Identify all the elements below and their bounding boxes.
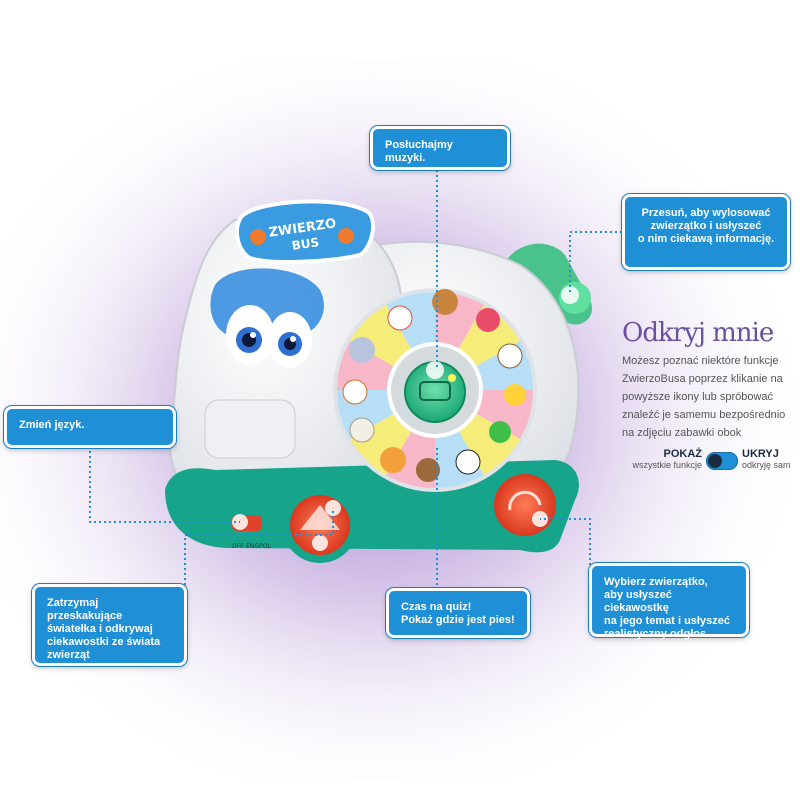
- cow2-icon[interactable]: [455, 449, 481, 475]
- callout-music[interactable]: Posłuchajmy muzyki.: [370, 126, 510, 170]
- bus-sign: [234, 199, 376, 264]
- callout-lights[interactable]: Zatrzymaj przeskakujące światełka i odkr…: [32, 584, 187, 666]
- panel-description: Możesz poznać niektóre funkcje ZwierzoBu…: [622, 355, 786, 439]
- callout-lights-line2: światełka i odkrywaj: [47, 623, 153, 635]
- callout-music-line1: Posłuchajmy muzyki.: [385, 139, 453, 164]
- elephant-icon[interactable]: [349, 337, 375, 363]
- toggle-knob: [708, 454, 722, 468]
- callout-quiz-line1: Czas na quiz!: [401, 601, 472, 613]
- hotspot-slide[interactable]: [561, 286, 579, 304]
- sign-light-left: [250, 229, 266, 245]
- callout-lights-line1: Zatrzymaj przeskakujące: [47, 597, 123, 622]
- bird-icon[interactable]: [476, 308, 500, 332]
- switch-label-eng: ENG: [246, 543, 259, 550]
- callout-quiz-line2: Pokaż gdzie jest pies!: [401, 614, 515, 626]
- callout-lights-line4: zwierząt: [47, 649, 90, 661]
- callout-animal-line4: realistyczny odgłos.: [604, 628, 710, 640]
- sign-text-line2: BUS: [291, 235, 320, 253]
- callout-slide-line2: zwierzątko i usłyszeć: [650, 220, 762, 232]
- cow-icon[interactable]: [497, 343, 523, 369]
- hotspot-markers[interactable]: [232, 286, 579, 551]
- callout-animal-line2: aby usłyszeć ciekawostkę: [604, 589, 672, 614]
- callout-language[interactable]: Zmień język.: [4, 406, 176, 448]
- toggle-show-label: POKAŻ wszystkie funkcje: [624, 448, 702, 470]
- functions-toggle-row: POKAŻ wszystkie funkcje UKRYJ odkryję sa…: [624, 448, 800, 480]
- callout-slide[interactable]: Przesuń, aby wylosować zwierzątko i usły…: [622, 194, 790, 270]
- animal-select-icon: [508, 490, 542, 511]
- monkey-icon[interactable]: [416, 458, 440, 482]
- sheep-icon[interactable]: [349, 417, 375, 443]
- cat-icon[interactable]: [342, 379, 368, 405]
- toggle-hide-label: UKRYJ odkryję sam: [742, 448, 791, 470]
- right-eye-shine: [290, 336, 296, 342]
- callout-animal[interactable]: Wybierz zwierzątko, aby usłyszeć ciekawo…: [589, 563, 749, 640]
- callout-language-line1: Zmień język.: [19, 419, 85, 431]
- leader-lines: [89, 170, 622, 615]
- front-grille: [204, 399, 296, 459]
- left-eye-shine: [250, 332, 256, 338]
- hotspot-quiz[interactable]: [312, 535, 328, 551]
- lion-icon[interactable]: [380, 447, 406, 473]
- switch-label-off: OFF: [232, 543, 244, 550]
- switch-label-pol: POL: [259, 543, 271, 550]
- discover-panel: Odkryj mnie Możesz poznać niektóre funkc…: [622, 318, 794, 442]
- hotspot-lights[interactable]: [325, 500, 341, 516]
- callout-animal-line1: Wybierz zwierzątko,: [604, 576, 708, 588]
- panel-title: Odkryj mnie: [622, 318, 774, 348]
- rooster-icon[interactable]: [387, 305, 413, 331]
- callout-slide-line3: o nim ciekawą informację.: [637, 233, 775, 245]
- hotspot-music[interactable]: [426, 361, 444, 379]
- frog-icon[interactable]: [489, 421, 511, 443]
- music-button-bus-icon: [419, 381, 451, 401]
- horse-icon[interactable]: [432, 289, 458, 315]
- toggle-hide-sub: odkryję sam: [742, 460, 791, 470]
- callout-quiz[interactable]: Czas na quiz! Pokaż gdzie jest pies!: [386, 588, 530, 638]
- animal-select-button[interactable]: [494, 474, 556, 536]
- toggle-hide-title: UKRYJ: [742, 448, 779, 460]
- music-button-light: [448, 374, 456, 382]
- chick-icon[interactable]: [504, 384, 526, 406]
- functions-toggle-switch[interactable]: [706, 452, 738, 470]
- toggle-show-sub: wszystkie funkcje: [632, 460, 702, 470]
- animal-icons[interactable]: [342, 289, 526, 482]
- callout-lights-line3: ciekawostki ze świata: [47, 636, 161, 648]
- toggle-show-title: POKAŻ: [663, 448, 703, 460]
- callout-animal-line3: na jego temat i usłyszeć: [604, 615, 730, 627]
- callout-slide-line1: Przesuń, aby wylosować: [641, 207, 771, 219]
- sign-light-right: [338, 228, 354, 244]
- quiz-button-icon: [300, 505, 340, 530]
